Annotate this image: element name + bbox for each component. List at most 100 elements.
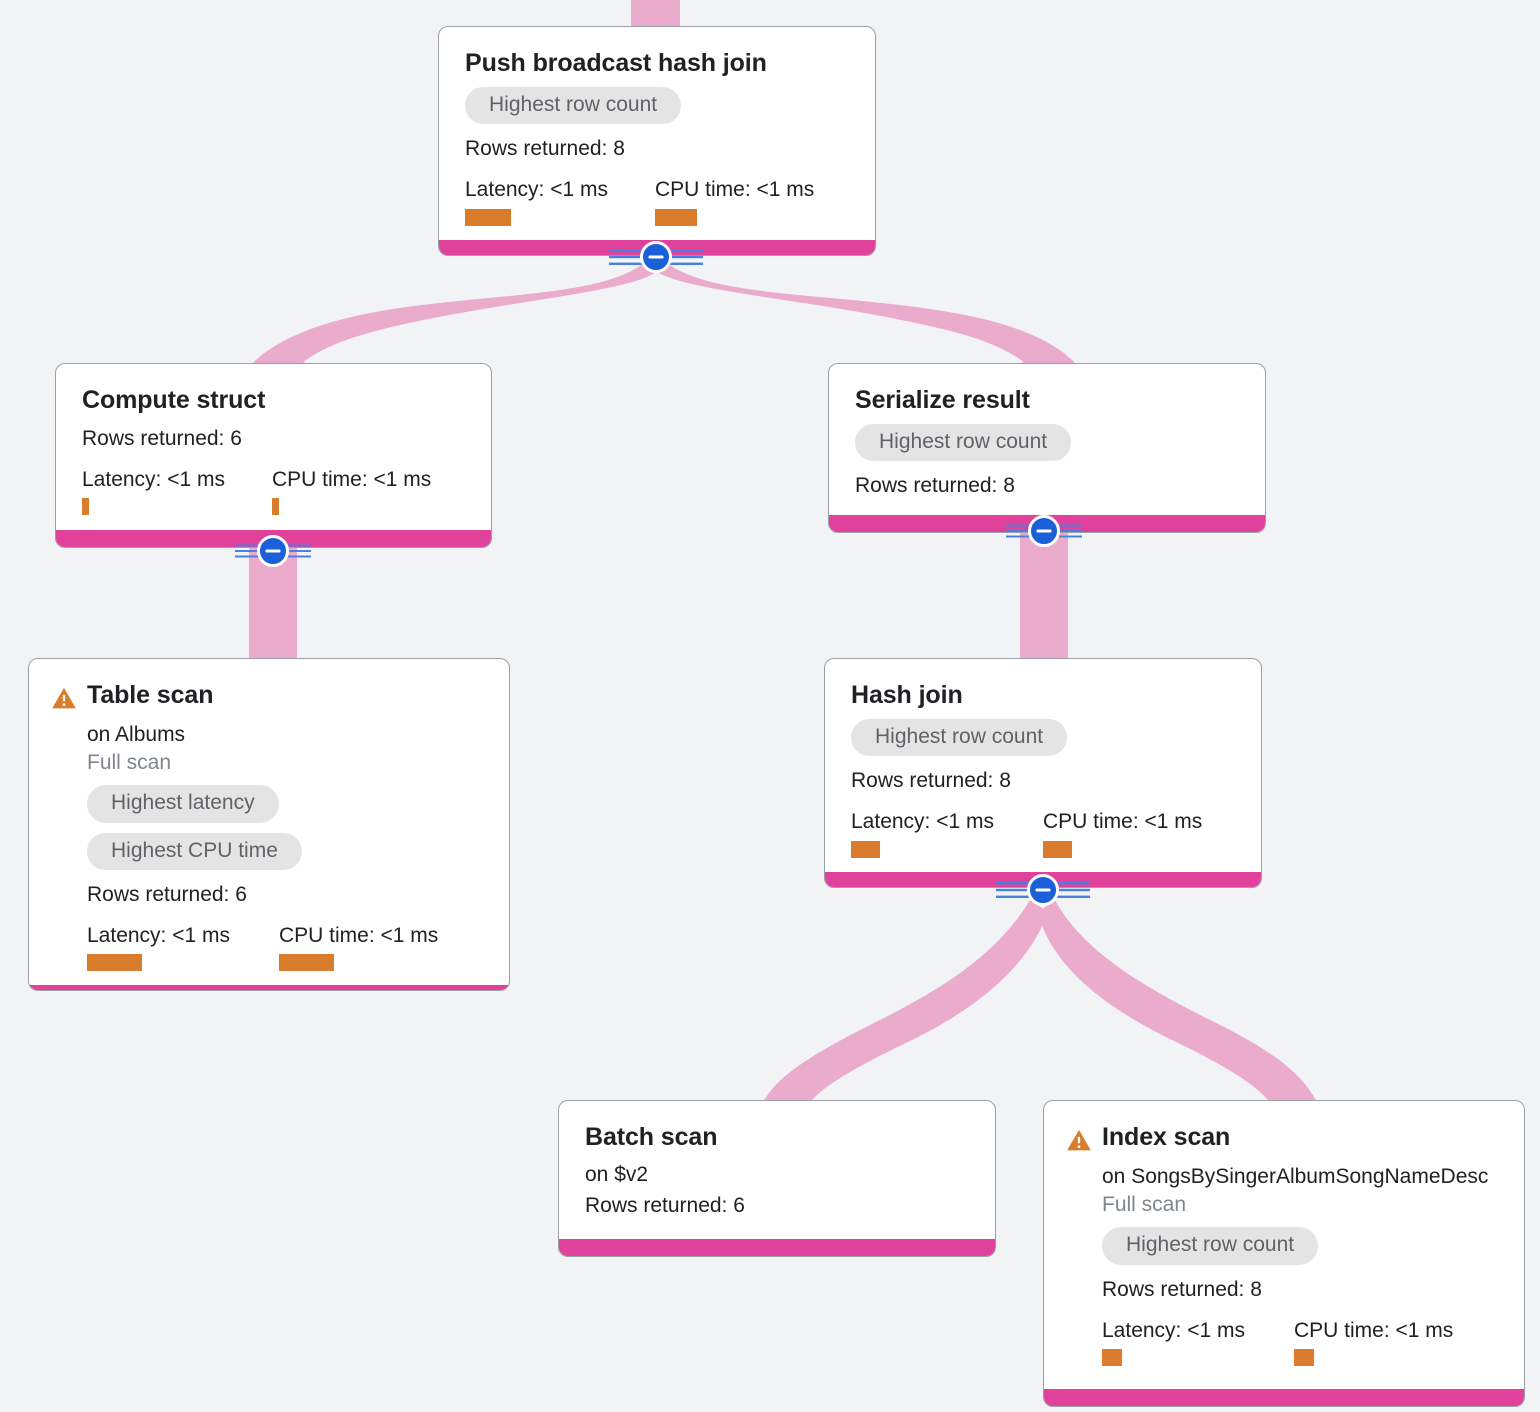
rows-returned: Rows returned: 8 — [855, 474, 1015, 498]
node-detail-block: Rows returned: 6 Latency: <1 ms CPU time… — [82, 426, 465, 516]
status-badge-highest-row-count: Highest row count — [1102, 1227, 1319, 1265]
node-footer-bar — [559, 1239, 995, 1256]
metrics-row: Latency: <1 ms CPU time: <1 ms — [465, 177, 849, 226]
node-body: Index scan on SongsBySingerAlbumSongName… — [1044, 1101, 1524, 1389]
latency-label: Latency: <1 ms — [465, 178, 608, 202]
status-badge-highest-row-count: Highest row count — [855, 424, 1072, 462]
plan-node-table-scan[interactable]: Table scan on Albums Full scan Highest l… — [28, 658, 510, 991]
rows-returned: Rows returned: 6 — [585, 1194, 745, 1218]
node-body: Hash join Highest row count Rows returne… — [825, 659, 1261, 872]
node-body: Serialize result Highest row count Rows … — [829, 364, 1265, 515]
plan-node-hash-join[interactable]: Hash join Highest row count Rows returne… — [824, 658, 1262, 888]
cpu-time-bar — [1294, 1348, 1314, 1366]
node-title: Batch scan — [585, 1123, 718, 1151]
node-footer-bar — [1044, 1389, 1524, 1406]
rows-returned: Rows returned: 8 — [465, 137, 625, 161]
node-target: on $v2 — [585, 1163, 649, 1186]
latency-bar — [465, 208, 511, 226]
node-body: Batch scan on $v2 Rows returned: 6 — [559, 1101, 995, 1239]
edge-hash-join-to-index-scan — [1038, 900, 1318, 1105]
edge-serialize-result-to-hash-join — [1020, 533, 1068, 662]
metrics-row: Latency: <1 ms CPU time: <1 ms — [1102, 1318, 1498, 1366]
node-scan-type: Full scan — [1102, 1193, 1187, 1217]
collapse-button-serialize-result[interactable] — [1006, 513, 1082, 549]
latency-bar — [851, 840, 880, 858]
node-body: Push broadcast hash join Highest row cou… — [439, 27, 875, 240]
minus-icon — [1028, 515, 1060, 547]
node-title-row: Serialize result — [855, 386, 1239, 414]
edge-hash-join-to-batch-scan — [762, 900, 1048, 1105]
node-target: on SongsBySingerAlbumSongNameDesc — [1102, 1165, 1489, 1188]
rows-returned: Rows returned: 6 — [87, 882, 247, 906]
node-footer-bar — [29, 985, 509, 990]
node-title: Serialize result — [855, 386, 1030, 414]
status-badge-highest-row-count: Highest row count — [465, 87, 682, 125]
warning-triangle-icon — [52, 687, 76, 709]
warning-triangle-icon — [1067, 1129, 1091, 1151]
metrics-row: Latency: <1 ms CPU time: <1 ms — [851, 809, 1235, 858]
node-detail-block: Highest row count Rows returned: 8 — [855, 414, 1239, 498]
metrics-row: Latency: <1 ms CPU time: <1 ms — [87, 923, 483, 972]
node-detail-block: on SongsBySingerAlbumSongNameDesc Full s… — [1102, 1164, 1498, 1366]
latency-bar — [82, 498, 89, 516]
node-title: Hash join — [851, 681, 963, 709]
minus-icon — [1027, 874, 1059, 906]
cpu-time-bar — [1043, 840, 1072, 858]
collapse-button-compute-struct[interactable] — [235, 533, 311, 569]
node-title-row: Push broadcast hash join — [465, 49, 849, 77]
plan-node-batch-scan[interactable]: Batch scan on $v2 Rows returned: 6 — [558, 1100, 996, 1257]
node-detail-block: Highest row count Rows returned: 8 Laten… — [465, 77, 849, 226]
node-detail-block: on Albums Full scan Highest latency High… — [87, 722, 483, 972]
cpu-time-metric: CPU time: <1 ms — [272, 467, 431, 516]
node-body: Table scan on Albums Full scan Highest l… — [29, 659, 509, 985]
cpu-time-metric: CPU time: <1 ms — [279, 923, 439, 972]
plan-node-compute-struct[interactable]: Compute struct Rows returned: 6 Latency:… — [55, 363, 492, 548]
cpu-time-bar — [655, 208, 697, 226]
cpu-time-label: CPU time: <1 ms — [655, 178, 815, 202]
minus-icon — [640, 241, 672, 273]
latency-metric: Latency: <1 ms — [465, 177, 655, 226]
status-badge-highest-cpu-time: Highest CPU time — [87, 832, 302, 870]
cpu-time-metric: CPU time: <1 ms — [1043, 809, 1203, 858]
latency-metric: Latency: <1 ms — [82, 467, 272, 516]
cpu-time-label: CPU time: <1 ms — [1043, 810, 1203, 834]
latency-label: Latency: <1 ms — [851, 810, 994, 834]
node-title: Compute struct — [82, 386, 266, 414]
plan-node-index-scan[interactable]: Index scan on SongsBySingerAlbumSongName… — [1043, 1100, 1525, 1407]
plan-node-serialize-result[interactable]: Serialize result Highest row count Rows … — [828, 363, 1266, 533]
minus-icon — [257, 535, 289, 567]
metrics-row: Latency: <1 ms CPU time: <1 ms — [82, 467, 465, 516]
latency-label: Latency: <1 ms — [1102, 1318, 1245, 1342]
cpu-time-metric: CPU time: <1 ms — [1294, 1318, 1453, 1366]
latency-label: Latency: <1 ms — [82, 468, 225, 492]
node-target: on Albums — [87, 723, 186, 746]
collapse-button-push-broadcast-hash-join[interactable] — [609, 239, 703, 275]
edge-root-to-compute-struct — [248, 262, 656, 372]
rows-returned: Rows returned: 8 — [851, 769, 1011, 793]
status-badge-highest-latency: Highest latency — [87, 785, 279, 823]
node-title-row: Batch scan — [585, 1123, 969, 1151]
node-title-row: Hash join — [851, 681, 1235, 709]
cpu-time-label: CPU time: <1 ms — [1294, 1318, 1454, 1342]
cpu-time-metric: CPU time: <1 ms — [655, 177, 815, 226]
node-title: Push broadcast hash join — [465, 49, 767, 77]
rows-returned: Rows returned: 6 — [82, 427, 242, 450]
latency-label: Latency: <1 ms — [87, 923, 230, 947]
node-title-row: Index scan — [1066, 1123, 1498, 1153]
status-badge-highest-row-count: Highest row count — [851, 719, 1068, 757]
plan-node-push-broadcast-hash-join[interactable]: Push broadcast hash join Highest row cou… — [438, 26, 876, 256]
cpu-time-bar — [272, 498, 279, 516]
node-title-row: Compute struct — [82, 386, 465, 414]
node-body: Compute struct Rows returned: 6 Latency:… — [56, 364, 491, 530]
node-title: Index scan — [1102, 1123, 1231, 1151]
latency-metric: Latency: <1 ms — [1102, 1318, 1294, 1366]
node-title-row: Table scan — [51, 681, 483, 711]
collapse-button-hash-join[interactable] — [996, 872, 1090, 908]
cpu-time-label: CPU time: <1 ms — [279, 923, 439, 947]
edge-root-to-serialize-result — [657, 262, 1080, 372]
latency-bar — [87, 954, 142, 972]
node-detail-block: on $v2 Rows returned: 6 — [585, 1162, 969, 1218]
cpu-time-bar — [279, 954, 334, 972]
rows-returned: Rows returned: 8 — [1102, 1277, 1262, 1301]
